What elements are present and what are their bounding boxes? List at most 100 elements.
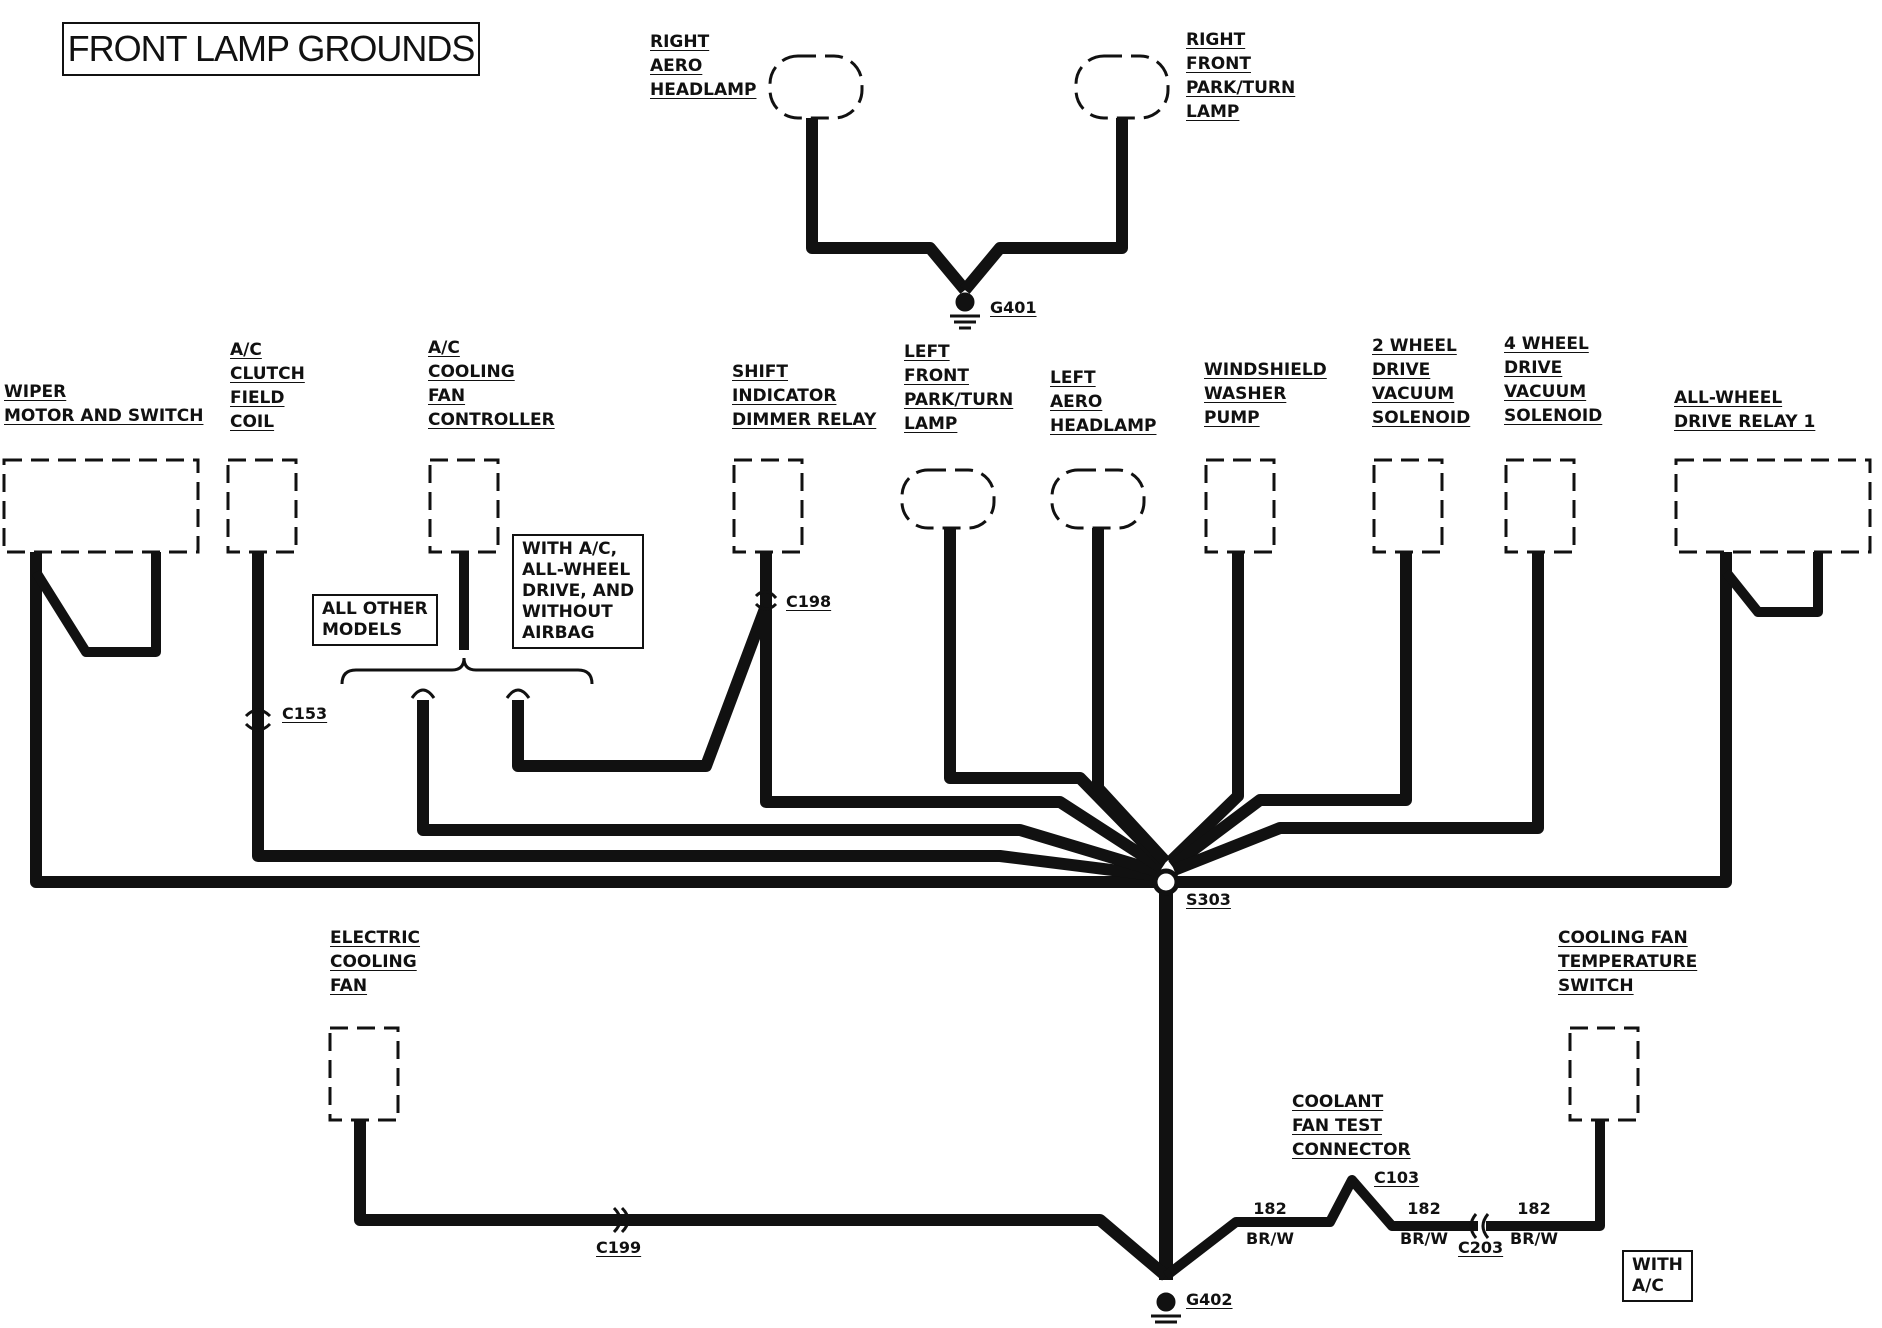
- c153-label: C153: [282, 704, 328, 723]
- label-line: FRONT: [904, 366, 969, 386]
- wire-label-182-left: 182 BR/W: [1246, 1198, 1294, 1250]
- label-left-front-park-lamp: LEFT FRONT PARK/TURN LAMP: [904, 340, 1013, 436]
- label-line: MOTOR AND SWITCH: [4, 406, 204, 426]
- wire-ac-clutch: [252, 552, 1161, 882]
- label-line: RIGHT: [650, 32, 710, 52]
- wire-shift-indicator: [760, 552, 1166, 874]
- note-line: A/C: [1632, 1276, 1664, 1296]
- label-ac-clutch: A/C CLUTCH FIELD COIL: [230, 338, 305, 434]
- wire-color: BR/W: [1400, 1229, 1449, 1248]
- note-all-other-models: ALL OTHER MODELS: [312, 594, 438, 646]
- wire-awd-relay: [1176, 552, 1732, 888]
- awd-relay-outline: [1674, 458, 1872, 554]
- label-line: DRIVE: [1504, 358, 1563, 378]
- label-awd-relay: ALL-WHEEL DRIVE RELAY 1: [1674, 386, 1815, 434]
- label-line: WASHER: [1204, 384, 1287, 404]
- wire-coolant-test-connector: [1162, 1175, 1478, 1280]
- wiper-motor-outline: [2, 458, 200, 554]
- s303-splice: [1152, 868, 1180, 896]
- circuit-number: 182: [1253, 1199, 1287, 1218]
- label-electric-cooling-fan: ELECTRIC COOLING FAN: [330, 926, 420, 998]
- wire-color: BR/W: [1246, 1229, 1295, 1248]
- label-line: FIELD: [230, 388, 285, 408]
- wire-right-aero-headlamp: [806, 118, 970, 294]
- label-line: ALL-WHEEL: [1674, 388, 1783, 408]
- label-line: VACUUM: [1504, 382, 1587, 402]
- label-line: LEFT: [1050, 368, 1096, 388]
- note-line: WITHOUT: [522, 602, 613, 622]
- label-line: FRONT: [1186, 54, 1251, 74]
- wire-electric-cooling-fan: [354, 1120, 1170, 1281]
- wire-ac-fan-awd: [512, 603, 772, 772]
- label-line: AERO: [1050, 392, 1103, 412]
- label-line: 4 WHEEL: [1504, 334, 1589, 354]
- label-line: SWITCH: [1558, 976, 1634, 996]
- note-line: WITH: [1632, 1255, 1683, 1275]
- options-bracket: [340, 657, 594, 685]
- note-line: ALL OTHER: [322, 599, 428, 619]
- label-line: LAMP: [904, 414, 958, 434]
- circuit-number: 182: [1407, 1199, 1441, 1218]
- page-title: FRONT LAMP GROUNDS: [62, 22, 480, 76]
- label-line: PARK/TURN: [904, 390, 1014, 410]
- wire-right-front-park-lamp: [960, 118, 1128, 294]
- wire-awd-relay-loop: [1722, 552, 1823, 617]
- note-line: ALL-WHEEL: [522, 560, 631, 580]
- wire-wiper: [30, 552, 1160, 888]
- label-line: SOLENOID: [1372, 408, 1471, 428]
- label-line: FAN: [428, 386, 466, 406]
- c198-label: C198: [786, 592, 832, 611]
- label-line: COOLING: [330, 952, 417, 972]
- c203-label: C203: [1458, 1238, 1504, 1257]
- note-line: MODELS: [322, 620, 403, 640]
- note-with-ac-awd-no-airbag: WITH A/C, ALL-WHEEL DRIVE, AND WITHOUT A…: [512, 534, 645, 649]
- label-line: COOLING: [428, 362, 515, 382]
- label-line: AERO: [650, 56, 703, 76]
- electric-cooling-fan-outline: [328, 1026, 400, 1122]
- note-line: AIRBAG: [522, 623, 595, 643]
- label-line: CLUTCH: [230, 364, 305, 384]
- note-line: WITH A/C,: [522, 539, 618, 559]
- label-line: PUMP: [1204, 408, 1260, 428]
- wire-wiper-loop: [31, 552, 161, 657]
- 4wd-solenoid-outline: [1504, 458, 1576, 554]
- label-line: CONTROLLER: [428, 410, 555, 430]
- label-line: SOLENOID: [1504, 406, 1603, 426]
- wire-label-182-mid: 182 BR/W: [1400, 1198, 1448, 1250]
- c199-symbol: [612, 1206, 630, 1234]
- label-line: LEFT: [904, 342, 950, 362]
- label-line: FAN: [330, 976, 368, 996]
- label-line: DIMMER RELAY: [732, 410, 877, 430]
- wire-ac-fan-all-other: [417, 700, 1162, 878]
- label-4wd-solenoid: 4 WHEEL DRIVE VACUUM SOLENOID: [1504, 332, 1602, 428]
- label-coolant-fan-test-connector: COOLANT FAN TEST CONNECTOR: [1292, 1090, 1411, 1162]
- label-line: SHIFT: [732, 362, 789, 382]
- wire-washer-pump: [1165, 552, 1244, 867]
- label-line: 2 WHEEL: [1372, 336, 1457, 356]
- label-line: LAMP: [1186, 102, 1240, 122]
- washer-pump-outline: [1204, 458, 1276, 554]
- label-line: A/C: [230, 340, 262, 360]
- label-cooling-fan-temp-switch: COOLING FAN TEMPERATURE SWITCH: [1558, 926, 1697, 998]
- label-line: COIL: [230, 412, 275, 432]
- g401-label: G401: [990, 298, 1037, 317]
- label-shift-indicator: SHIFT INDICATOR DIMMER RELAY: [732, 360, 876, 432]
- label-line: DRIVE RELAY 1: [1674, 412, 1816, 432]
- ac-fan-split-left-stub: [410, 688, 436, 699]
- label-line: COOLING FAN: [1558, 928, 1688, 948]
- note-with-ac: WITH A/C: [1622, 1250, 1693, 1302]
- g402-label: G402: [1186, 1290, 1233, 1309]
- cooling-fan-temp-switch-outline: [1568, 1026, 1640, 1122]
- label-line: WIPER: [4, 382, 67, 402]
- 2wd-solenoid-outline: [1372, 458, 1444, 554]
- label-wiper-motor: WIPER MOTOR AND SWITCH: [4, 380, 203, 428]
- left-front-park-lamp-outline: [900, 468, 996, 530]
- label-line: ELECTRIC: [330, 928, 421, 948]
- wire-left-park-lamp: [944, 528, 1169, 869]
- label-ac-cooling-fan-controller: A/C COOLING FAN CONTROLLER: [428, 336, 555, 432]
- note-line: DRIVE, AND: [522, 581, 635, 601]
- label-line: TEMPERATURE: [1558, 952, 1698, 972]
- shift-indicator-outline: [732, 458, 804, 554]
- label-right-aero-headlamp: RIGHT AERO HEADLAMP: [650, 30, 756, 102]
- label-line: VACUUM: [1372, 384, 1455, 404]
